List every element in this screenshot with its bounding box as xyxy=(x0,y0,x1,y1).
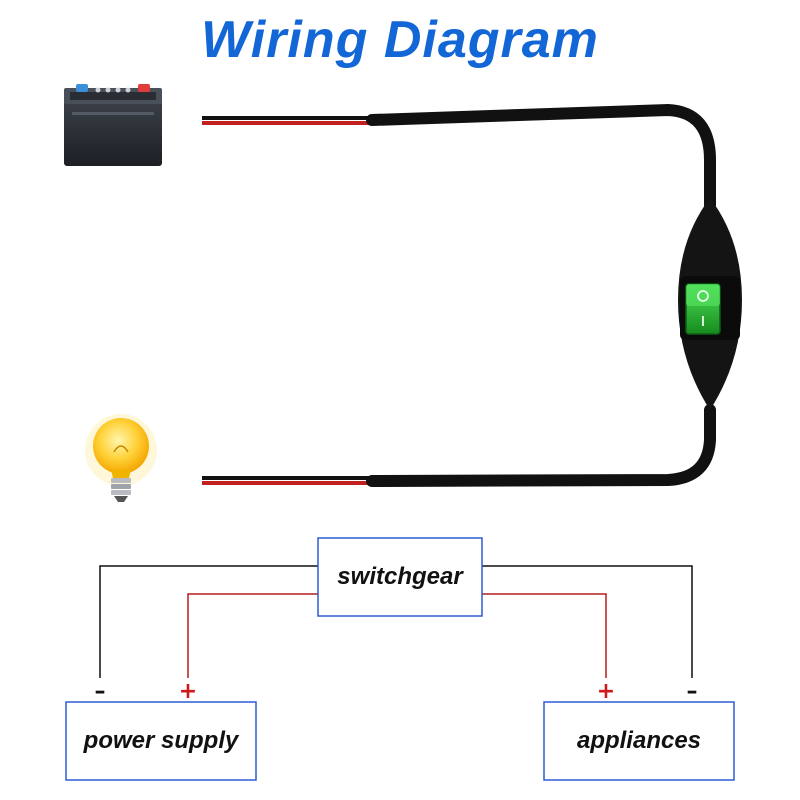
diagram-title: Wiring Diagram xyxy=(201,11,599,69)
power-supply-label: power supply xyxy=(83,727,240,754)
light-bulb-icon xyxy=(85,414,157,502)
schematic-red-wires xyxy=(187,593,607,678)
appliances-negative-symbol: – xyxy=(687,679,698,704)
appliances-label: appliances xyxy=(577,727,701,754)
power-supply-negative-symbol: – xyxy=(95,679,106,704)
power-supply-positive-symbol: + xyxy=(179,679,197,704)
switch-cable xyxy=(366,103,716,487)
power-supply-box: power supply xyxy=(65,701,257,781)
schematic-black-wires xyxy=(99,565,693,678)
bottom-wire-ends xyxy=(202,476,372,485)
battery-icon xyxy=(64,84,162,166)
rocker-switch-icon[interactable] xyxy=(685,283,721,335)
top-wire-ends xyxy=(202,116,372,125)
switchgear-box: switchgear xyxy=(317,537,483,617)
appliances-box: appliances xyxy=(543,701,735,781)
switchgear-label: switchgear xyxy=(337,563,464,590)
appliances-positive-symbol: + xyxy=(597,679,615,704)
